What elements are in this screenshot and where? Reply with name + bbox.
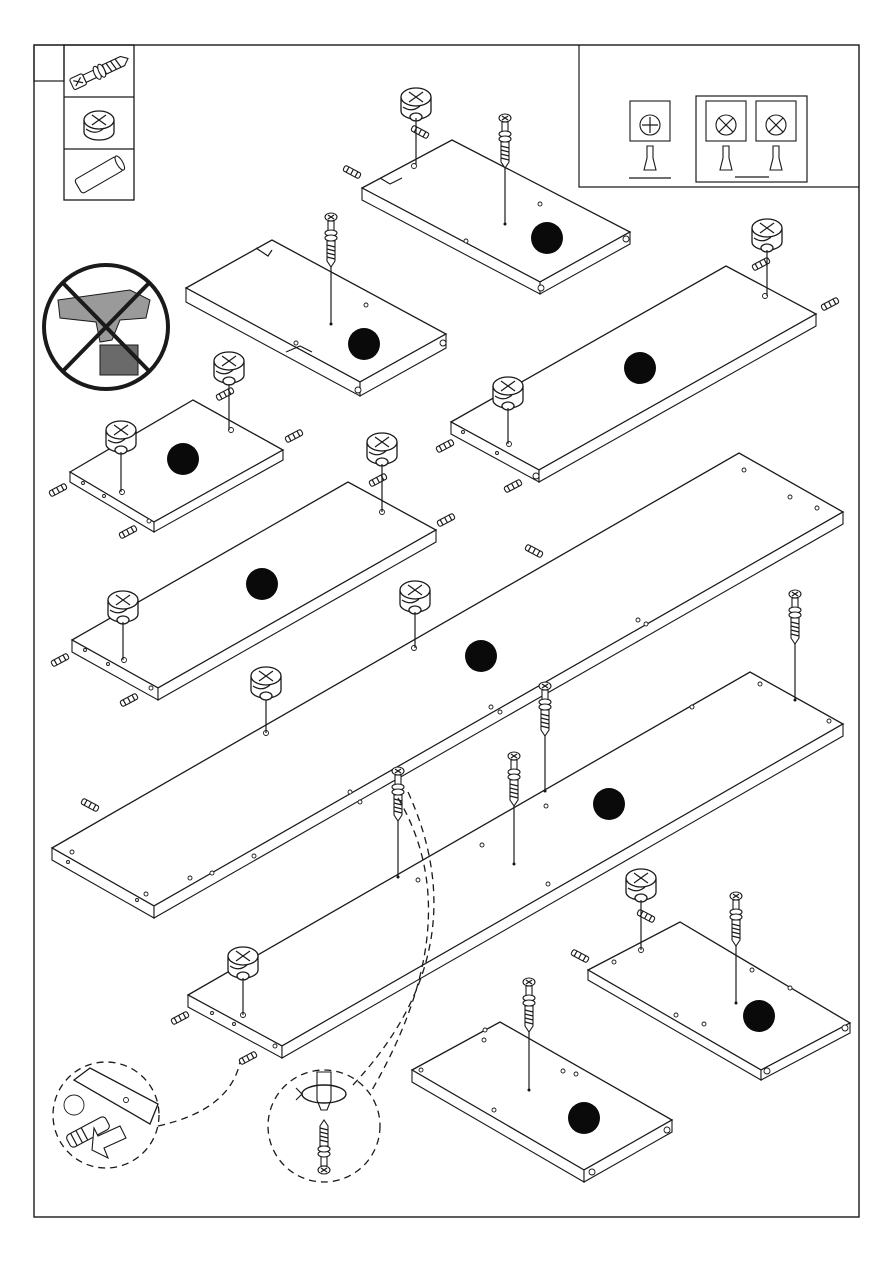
tool-hint-box bbox=[579, 45, 859, 187]
wooden-dowel-icon bbox=[74, 155, 126, 194]
no-power-drill-icon bbox=[44, 265, 168, 389]
screw-tighten-detail bbox=[268, 1070, 380, 1182]
part-badge bbox=[743, 1000, 775, 1032]
part-badge bbox=[465, 640, 497, 672]
part-badge bbox=[568, 1102, 600, 1134]
part-badge bbox=[624, 352, 656, 384]
part-badge bbox=[531, 222, 563, 254]
part-badge bbox=[348, 328, 380, 360]
lower-right-panel bbox=[571, 869, 850, 1080]
screw-bolt-icon bbox=[69, 52, 131, 91]
cam-lock-icon bbox=[84, 111, 114, 140]
parts-legend bbox=[64, 45, 134, 200]
part-badge bbox=[246, 568, 278, 600]
part-badge bbox=[593, 788, 625, 820]
flat-screwdriver-icon bbox=[706, 101, 796, 177]
dowel-insert-detail bbox=[53, 1062, 159, 1168]
top-small-panel bbox=[343, 88, 630, 294]
phillips-screwdriver-icon bbox=[629, 101, 671, 178]
step-number-box bbox=[34, 45, 64, 81]
bottom-panel bbox=[412, 978, 672, 1182]
part-badge bbox=[167, 443, 199, 475]
